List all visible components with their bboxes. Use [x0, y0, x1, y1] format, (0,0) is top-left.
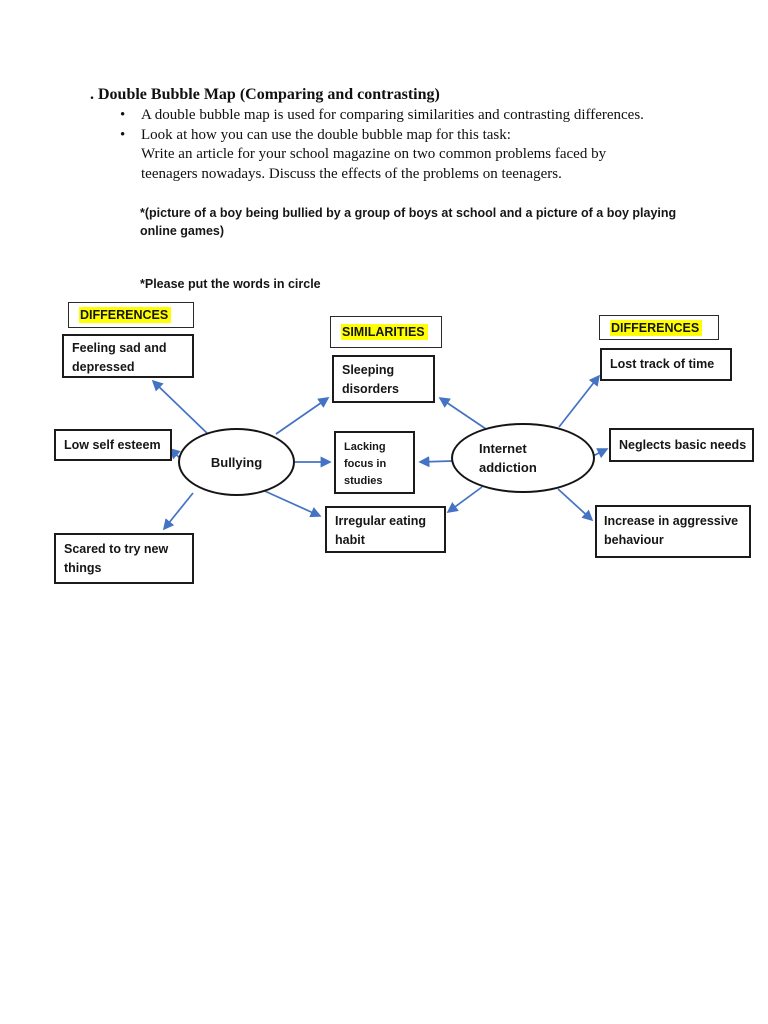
arrow-bullying-irregular: [257, 487, 322, 518]
task-line-text: Write an article for your school magazin…: [141, 146, 607, 162]
box-lacking-focus: Lacking focus in studies: [334, 431, 415, 494]
page-title: . Double Bubble Map (Comparing and contr…: [90, 86, 440, 103]
arrow-internet-increase: [557, 488, 594, 522]
picture-note-line: online games): [140, 224, 225, 238]
intro-text: A double bubble map is used for comparin…: [120, 106, 644, 184]
box-increase-aggressive: Increase in aggressive behaviour: [595, 505, 751, 558]
differences-right-label: DIFFERENCES: [610, 319, 703, 336]
box-lost-track: Lost track of time: [600, 348, 732, 381]
box-low-self-esteem: Low self esteem: [54, 429, 172, 461]
box-scared: Scared to try new things: [54, 533, 194, 584]
arrow-bullying-sleeping: [275, 397, 330, 435]
box-irregular-eating: Irregular eating habit: [325, 506, 446, 553]
arrow-internet-lost-track: [558, 374, 601, 428]
internet-addiction-bubble: Internet addiction: [451, 423, 595, 493]
bullet-item-text: Look at how you can use the double bubbl…: [141, 126, 511, 143]
differences-left-label-box: DIFFERENCES: [68, 302, 194, 328]
arrow-internet-neglects: [592, 448, 609, 459]
bullet-item: A double bubble map is used for comparin…: [120, 106, 644, 126]
differences-left-label: DIFFERENCES: [79, 307, 172, 323]
picture-note-line: *(picture of a boy being bullied by a gr…: [140, 206, 677, 220]
bullet-icon: [120, 106, 141, 126]
differences-right-label-box: DIFFERENCES: [599, 315, 719, 340]
task-line: teenagers nowadays. Discuss the effects …: [120, 165, 644, 185]
similarities-label-box: SIMILARITIES: [330, 316, 442, 348]
arrow-bullying-scared: [162, 492, 194, 531]
bullet-icon: [120, 126, 141, 146]
arrow-internet-lacking: [418, 456, 453, 468]
similarities-label: SIMILARITIES: [341, 324, 428, 340]
arrow-internet-sleeping: [438, 397, 487, 430]
arrow-internet-irregular: [446, 486, 483, 513]
bullet-item-text: A double bubble map is used for comparin…: [141, 107, 644, 123]
box-feeling-sad: Feeling sad and depressed: [62, 334, 194, 378]
arrow-bullying-feeling-sad: [151, 379, 211, 437]
internet-addiction-bubble-label: Internet addiction: [479, 441, 537, 475]
picture-note: *(picture of a boy being bullied by a gr…: [140, 204, 676, 240]
bullet-item: Look at how you can use the double bubbl…: [120, 126, 644, 146]
bullying-bubble-label: Bullying: [210, 454, 263, 470]
bullying-bubble: Bullying: [178, 428, 295, 496]
box-sleeping-disorders: Sleeping disorders: [332, 355, 435, 403]
task-line: Write an article for your school magazin…: [120, 145, 644, 165]
box-neglects-needs: Neglects basic needs: [609, 428, 754, 462]
circle-instruction-note: *Please put the words in circle: [140, 277, 321, 291]
task-line-text: teenagers nowadays. Discuss the effects …: [141, 165, 562, 182]
